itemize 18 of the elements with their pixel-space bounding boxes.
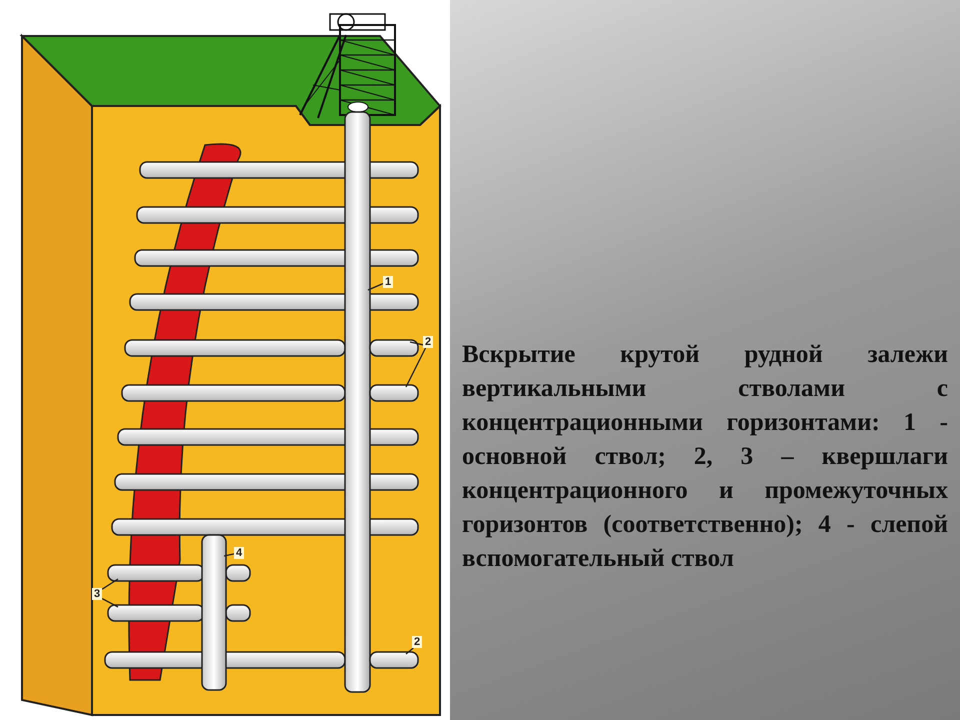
leader-line (102, 598, 118, 608)
callout-number: 4 (234, 547, 244, 559)
crosscut (369, 339, 419, 357)
leader-line (410, 341, 424, 346)
callout-number: 2 (423, 336, 434, 348)
leader-line (224, 553, 234, 557)
leader-line (405, 348, 426, 388)
leader-line (102, 578, 118, 590)
crosscut (369, 651, 419, 669)
caption-text: Вскрытие крутой рудной залежи вертикальными стволами с концентрационными горизонтами: 1 - основной ствол; 2, 3 – квершлаги концентрационного и промежуточных горизонтов (соответственно); 4 - слепой вспомогательный ствол (462, 340, 948, 574)
callout-number: 1 (383, 276, 394, 288)
leader-line (406, 648, 414, 654)
leader-line (368, 282, 384, 291)
shaft (344, 111, 371, 693)
callout-number: 2 (412, 636, 422, 648)
shaft (201, 534, 227, 691)
crosscut (369, 384, 419, 402)
callout-number: 3 (92, 588, 102, 600)
